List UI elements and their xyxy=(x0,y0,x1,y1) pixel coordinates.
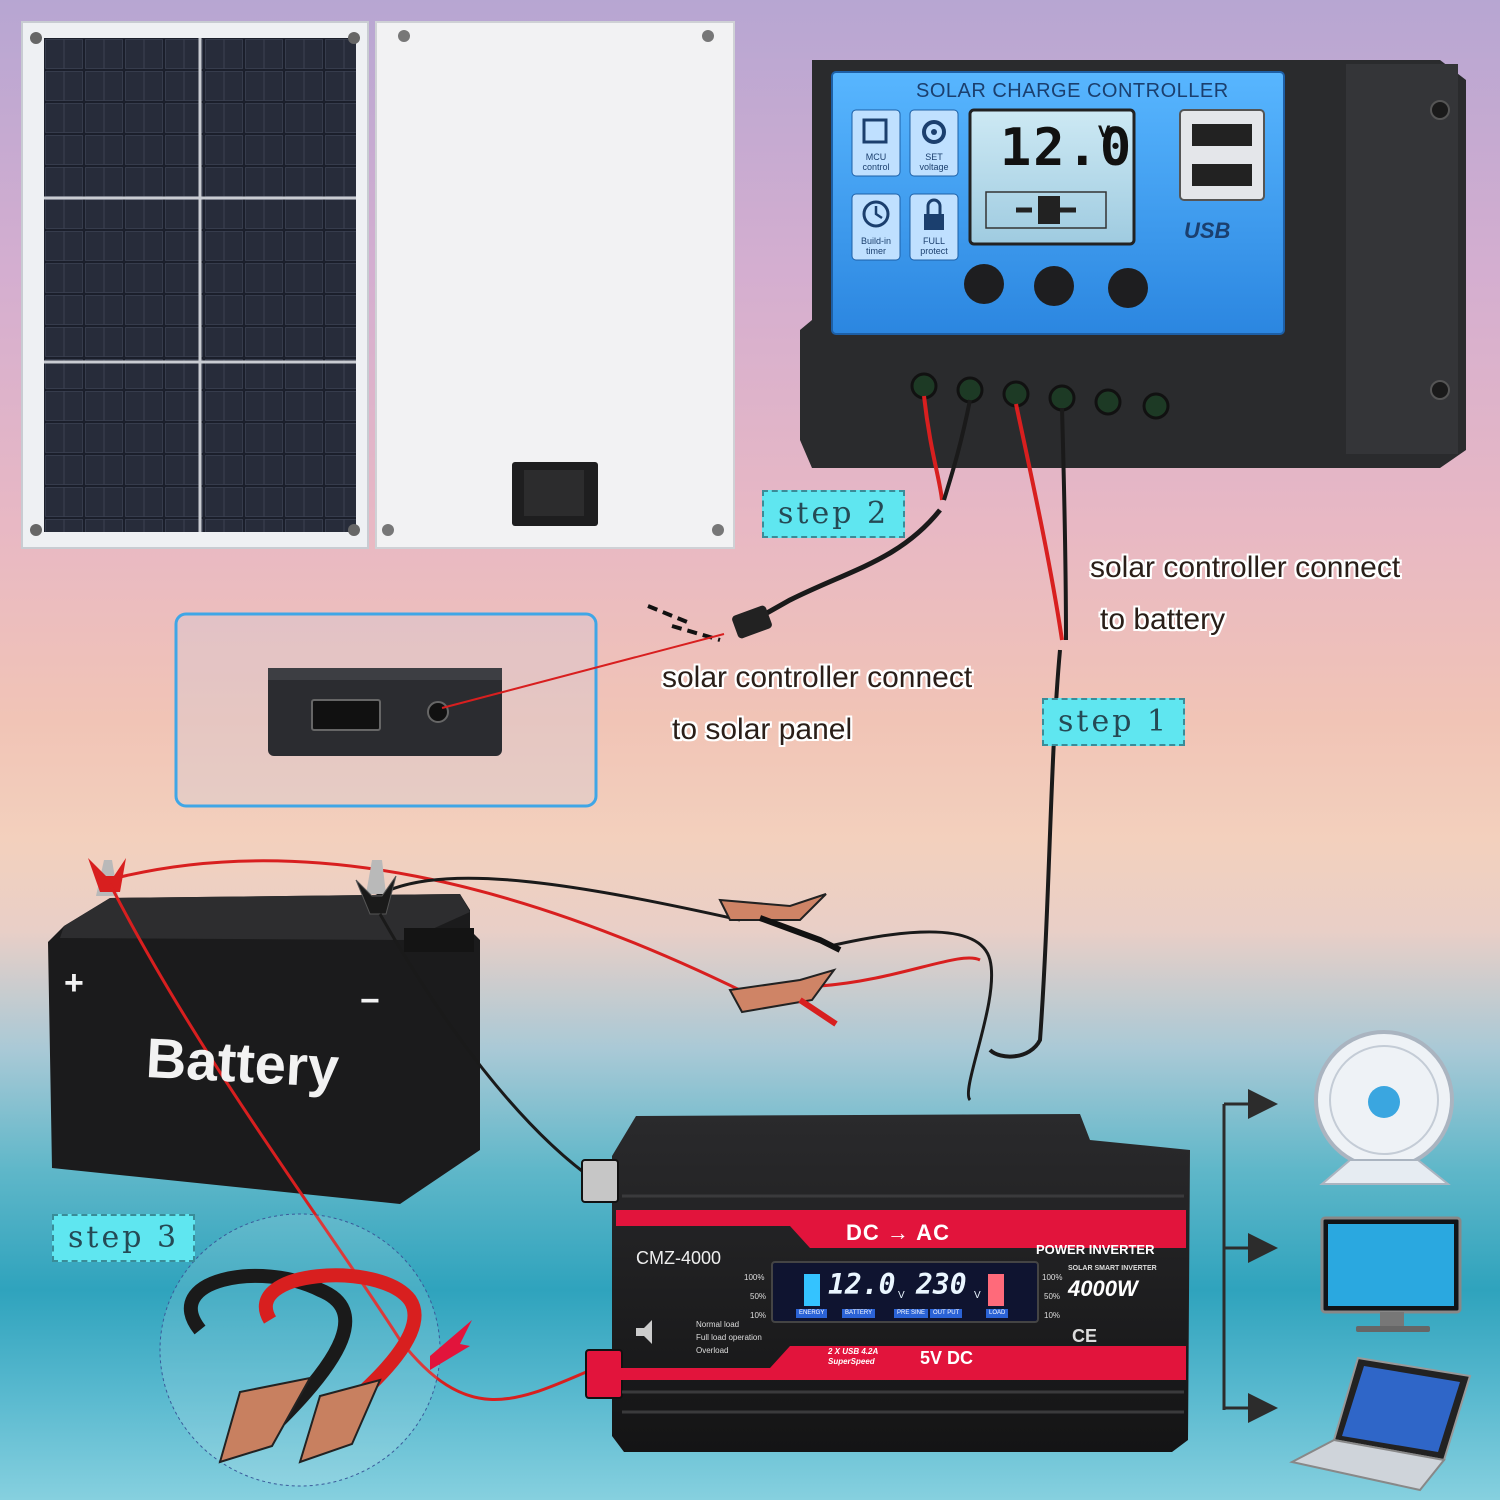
inverter-dc-ac: DC → AC xyxy=(846,1220,950,1245)
set-voltage-label: SET voltage xyxy=(919,152,949,172)
inverter-output-unit: V xyxy=(974,1290,981,1301)
up-button[interactable] xyxy=(1034,266,1074,306)
gear-icon xyxy=(922,120,946,144)
controller-lcd-unit: V xyxy=(1098,122,1111,141)
battery-plus-sign: + xyxy=(64,964,84,1002)
alligator-cables xyxy=(107,859,993,1102)
power-inverter xyxy=(581,1114,1190,1452)
inverter-certs: CE xyxy=(1072,1326,1098,1346)
clock-icon xyxy=(862,200,890,228)
level-right-10: 10% xyxy=(1044,1311,1061,1320)
dc-plug xyxy=(647,604,772,642)
monitor-icon xyxy=(1320,1216,1462,1332)
laptop-icon xyxy=(1289,1356,1472,1492)
tag-pre-sine: PRE SINE xyxy=(894,1309,929,1318)
junction-box-inset xyxy=(174,612,725,808)
caption-battery-line1: solar controller connect xyxy=(1090,551,1401,584)
usb-superspeed: SuperSpeed xyxy=(828,1357,875,1366)
fan-icon xyxy=(1314,1030,1454,1185)
solar-panel-back xyxy=(375,21,735,549)
caption-battery-line2: to battery xyxy=(1100,603,1226,636)
inverter-title: POWER INVERTER xyxy=(1036,1242,1155,1257)
legend-normal: Normal load xyxy=(696,1320,740,1329)
legend-overload: Overload xyxy=(696,1346,729,1355)
battery-minus-sign: − xyxy=(360,982,380,1020)
solar-charge-controller xyxy=(800,60,1466,468)
battery-label: Battery xyxy=(144,1025,341,1100)
level-left-10: 10% xyxy=(750,1311,767,1320)
caption-panel-line2: to solar panel xyxy=(672,713,853,746)
inverter-input-value: 12.0 xyxy=(828,1268,896,1301)
controller-lcd-value: 12.0 xyxy=(1000,118,1134,178)
mcu-chip-icon xyxy=(862,118,888,144)
tag-battery: BATTERY xyxy=(842,1309,876,1318)
lock-icon xyxy=(924,198,944,230)
battery-cable-set xyxy=(159,1213,472,1487)
level-right-100: 100% xyxy=(1042,1273,1063,1282)
tag-output: OUT PUT xyxy=(930,1309,963,1318)
mcu-label: MCU control xyxy=(862,152,890,172)
inverter-cables xyxy=(108,883,601,1401)
usb-spec: 2 X USB 4.2A xyxy=(828,1347,879,1356)
caption-panel-line1: solar controller connect xyxy=(662,661,973,694)
protect-label: FULL protect xyxy=(920,236,948,256)
legend-full: Full load operation xyxy=(696,1333,762,1342)
tag-load: LOAD xyxy=(986,1309,1009,1318)
battery xyxy=(48,858,480,1204)
level-left-100: 100% xyxy=(744,1273,765,1282)
step-2-badge: step 2 xyxy=(762,490,906,538)
step-3-badge: step 3 xyxy=(52,1214,196,1262)
inverter-subtitle: SOLAR SMART INVERTER xyxy=(1068,1265,1157,1272)
tag-energy: ENERGY xyxy=(796,1309,828,1318)
inverter-wattage: 4000W xyxy=(1068,1276,1138,1301)
output-branches xyxy=(1222,1089,1278,1423)
inverter-input-unit: V xyxy=(898,1290,905,1301)
inverter-usb-text: 2 X USB 4.2A SuperSpeed xyxy=(828,1347,878,1367)
controller-title: SOLAR CHARGE CONTROLLER xyxy=(916,80,1229,102)
step-1-badge: step 1 xyxy=(1042,698,1186,746)
inverter-5v-dc: 5V DC xyxy=(920,1348,974,1368)
level-right-50: 50% xyxy=(1044,1292,1061,1301)
timer-label: Build-in timer xyxy=(860,236,891,256)
speaker-icon xyxy=(636,1320,652,1344)
solar-panel-front xyxy=(21,21,369,549)
inverter-model: CMZ-4000 xyxy=(636,1248,722,1268)
level-left-50: 50% xyxy=(750,1292,767,1301)
controller-usb-label: USB xyxy=(1184,218,1231,243)
down-button[interactable] xyxy=(1108,268,1148,308)
inverter-output-value: 230 xyxy=(916,1268,967,1301)
menu-button[interactable] xyxy=(964,264,1004,304)
